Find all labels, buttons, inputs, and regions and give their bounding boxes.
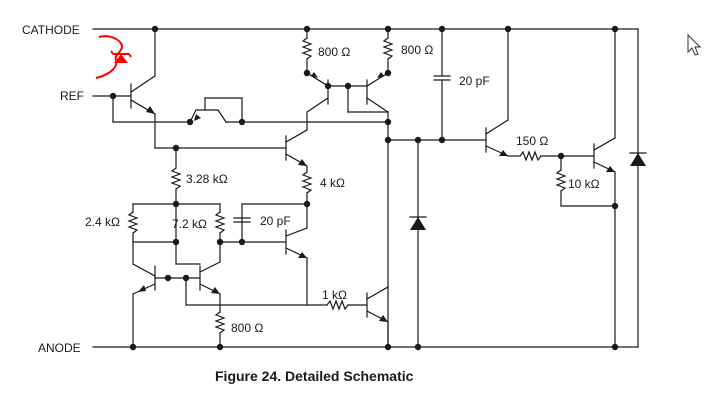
label-20pf-top: 20 pF xyxy=(459,74,490,88)
label-800-ohm-c: 800 Ω xyxy=(231,321,263,335)
anode-label: ANODE xyxy=(38,341,81,355)
red-annotation-icon xyxy=(95,35,132,79)
current-mirror-top xyxy=(301,28,394,348)
bias-transistor xyxy=(189,97,391,123)
label-1k: 1 kΩ xyxy=(322,288,347,302)
output-stage xyxy=(306,261,389,348)
junction-dots xyxy=(109,25,619,351)
label-800-ohm-b: 800 Ω xyxy=(401,43,433,57)
label-800-ohm-a: 800 Ω xyxy=(318,45,350,59)
lower-left-network xyxy=(127,203,308,265)
label-2-4k: 2.4 kΩ xyxy=(85,215,120,229)
mouse-pointer-icon xyxy=(687,33,702,56)
label-3-28k: 3.28 kΩ xyxy=(186,172,228,186)
anode-rail xyxy=(92,28,639,348)
label-7-2k: 7.2 kΩ xyxy=(172,217,207,231)
ref-input-transistor xyxy=(92,28,191,149)
right-network xyxy=(387,28,647,348)
cathode-label: CATHODE xyxy=(22,23,80,37)
label-4k: 4 kΩ xyxy=(320,176,345,190)
ref-label: REF xyxy=(60,89,84,103)
label-150-ohm: 150 Ω xyxy=(516,134,548,148)
driver-transistor xyxy=(285,227,308,263)
figure-caption: Figure 24. Detailed Schematic xyxy=(215,368,414,384)
gain-stage xyxy=(154,121,313,229)
label-20pf-mid: 20 pF xyxy=(260,214,291,228)
label-10k: 10 kΩ xyxy=(568,177,600,191)
lower-transistor-pair xyxy=(132,241,328,348)
